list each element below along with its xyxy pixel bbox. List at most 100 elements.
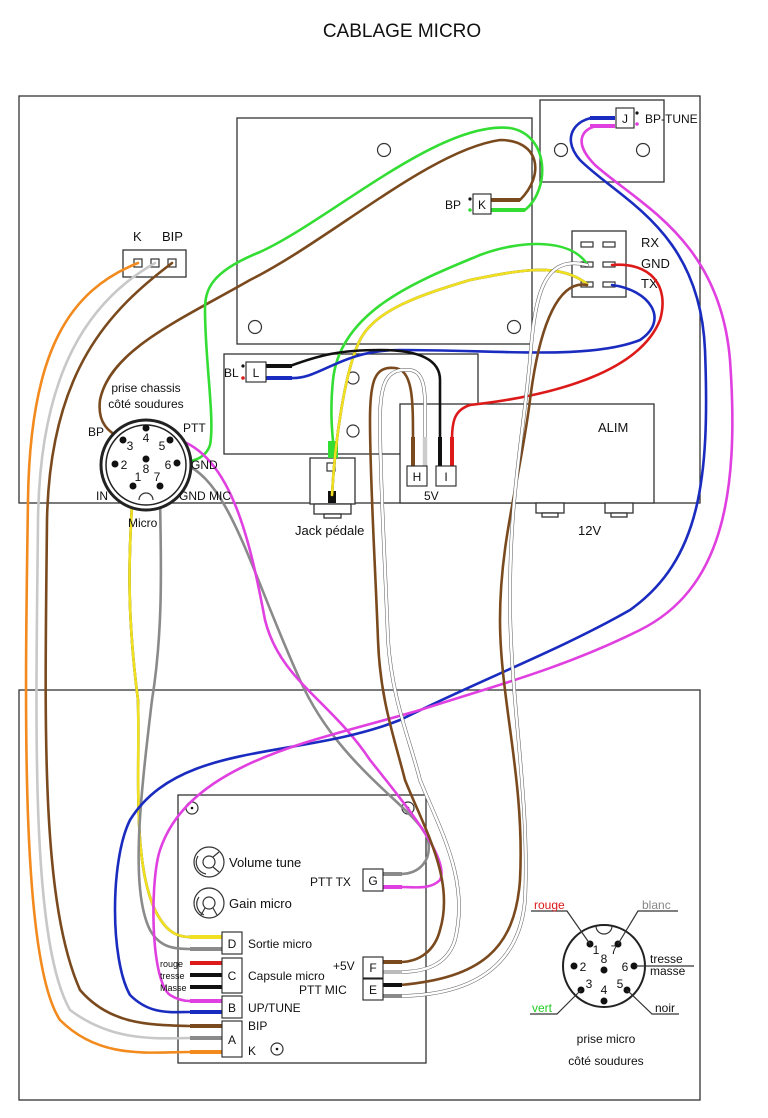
- wire-green-jack: [330, 242, 589, 443]
- wire-red-alim: [450, 263, 664, 442]
- pm-tresse-label: tresse: [650, 952, 683, 966]
- wire-gray-micro: [137, 485, 192, 951]
- jack-pedale-label: Jack pédale: [295, 523, 364, 538]
- bp-tune-board: [539, 99, 665, 183]
- pin-gnd-mic-label: GND MIC: [179, 489, 231, 503]
- wire-brown-5v: [368, 366, 446, 964]
- svg-text:3: 3: [127, 439, 134, 453]
- svg-text:2: 2: [121, 458, 128, 472]
- alim-label: ALIM: [598, 420, 628, 435]
- mount-hole: [376, 142, 392, 158]
- svg-text:8: 8: [143, 462, 150, 476]
- svg-text:4: 4: [601, 983, 608, 997]
- k-label: K: [133, 229, 142, 244]
- svg-text:7: 7: [611, 943, 618, 957]
- micro-label: Micro: [128, 516, 158, 530]
- micro-din-plug[interactable]: [530, 910, 694, 1015]
- rx-label: RX: [641, 235, 659, 250]
- chassis-din-socket[interactable]: [99, 418, 193, 512]
- ptt-tx-label: PTT TX: [310, 875, 351, 889]
- connector-d[interactable]: [221, 931, 243, 955]
- svg-text:6: 6: [165, 458, 172, 472]
- volume-tune-label: Volume tune: [229, 855, 301, 870]
- 12v-socket: [535, 502, 565, 514]
- wire-blue-tune: [113, 116, 708, 1014]
- pm-masse-label: masse: [650, 964, 686, 978]
- svg-text:4: 4: [143, 431, 150, 445]
- prise-micro-label: prise micro: [577, 1032, 636, 1046]
- wire-magenta-tune: [152, 124, 734, 1003]
- bip-label: BIP: [162, 229, 183, 244]
- prise-micro-sublabel: côté soudures: [568, 1054, 643, 1068]
- masse-label: Masse: [160, 983, 187, 993]
- bp-label: BP: [445, 198, 461, 212]
- svg-text:1: 1: [593, 943, 600, 957]
- svg-text:C: C: [228, 969, 237, 983]
- connector-j[interactable]: [615, 107, 635, 129]
- svg-text:5: 5: [617, 977, 624, 991]
- capsule-micro-label: Capsule micro: [248, 969, 325, 983]
- gain-micro-pot-icon[interactable]: [193, 887, 225, 919]
- gnd-label: GND: [641, 256, 670, 271]
- wire-stubs: [190, 116, 615, 1054]
- gain-micro-label: Gain micro: [229, 896, 292, 911]
- tresse-label: tresse: [160, 971, 185, 981]
- pin-ptt-label: PTT: [183, 421, 206, 435]
- svg-text:E: E: [369, 983, 377, 997]
- svg-text:K: K: [478, 198, 486, 212]
- svg-text:I: I: [444, 470, 447, 484]
- svg-text:A: A: [228, 1033, 236, 1047]
- connector-f[interactable]: [362, 956, 384, 979]
- svg-text:D: D: [228, 937, 237, 951]
- pm-vert-label: vert: [532, 1001, 553, 1015]
- mount-hole: [635, 142, 651, 158]
- wire-lightgray: [35, 261, 192, 1040]
- connector-i[interactable]: [435, 465, 457, 487]
- mount-hole: [506, 319, 522, 335]
- k-pin-label: K: [248, 1044, 256, 1058]
- 12v-socket: [604, 502, 634, 514]
- connector-e[interactable]: [362, 978, 384, 1001]
- rouge-label: rouge: [160, 959, 183, 969]
- mount-hole: [553, 142, 569, 158]
- wire-magenta-ptt: [170, 436, 443, 889]
- diagram-title: CABLAGE MICRO: [323, 21, 481, 42]
- pin-in-label: IN: [96, 489, 108, 503]
- svg-text:6: 6: [622, 960, 629, 974]
- pm-rouge-label: rouge: [534, 898, 565, 912]
- bip-pin-label: BIP: [248, 1019, 267, 1033]
- wire-orange-k: [24, 261, 192, 1054]
- svg-text:1: 1: [135, 470, 142, 484]
- volume-tune-pot-icon[interactable]: [193, 846, 225, 878]
- bp-tune-label: BP-TUNE: [645, 112, 698, 126]
- connector-l[interactable]: [245, 361, 267, 383]
- svg-text:8: 8: [601, 952, 608, 966]
- 5v-label: 5V: [424, 489, 439, 503]
- up-tune-label: UP/TUNE: [248, 1001, 301, 1015]
- main-board: [236, 117, 533, 345]
- svg-text:2: 2: [580, 960, 587, 974]
- wire-green-gnd: [176, 126, 544, 465]
- wire-brown-ptt-mic: [398, 283, 589, 987]
- svg-text:L: L: [253, 366, 260, 380]
- svg-text:G: G: [368, 874, 377, 888]
- wire-white-5v: [378, 368, 461, 974]
- connector-k[interactable]: [472, 193, 492, 215]
- wire-gray-ptt: [180, 461, 431, 876]
- pin-bp-label: BP: [88, 425, 104, 439]
- wire-yellow-micro: [128, 485, 192, 939]
- svg-text:3: 3: [586, 977, 593, 991]
- connector-c[interactable]: [221, 957, 243, 994]
- connector-b[interactable]: [221, 995, 243, 1019]
- wires: [24, 116, 734, 1054]
- wire-brown-bip: [44, 261, 192, 1028]
- svg-text:J: J: [622, 112, 628, 126]
- connector-a[interactable]: [221, 1020, 243, 1058]
- pin-gnd-label: GND: [191, 458, 218, 472]
- connector-h[interactable]: [406, 465, 428, 487]
- connector-g[interactable]: [362, 868, 384, 892]
- wire-yellow-jack: [330, 268, 589, 497]
- prise-chassis-label: prise chassis: [111, 381, 180, 395]
- mount-hole: [247, 319, 263, 335]
